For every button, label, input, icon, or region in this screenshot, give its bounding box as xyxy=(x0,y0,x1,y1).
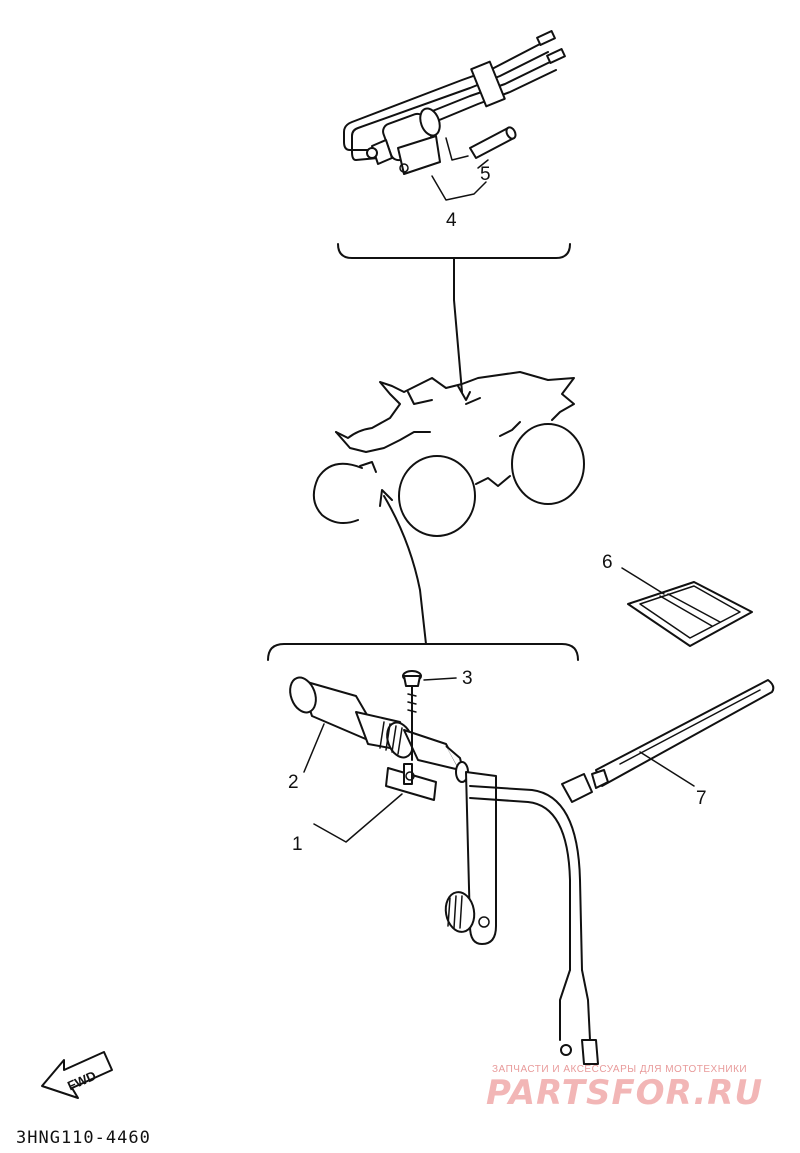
bottom-detail-bracket xyxy=(267,643,579,661)
watermark-tagline: ЗАПЧАСТИ И АКСЕССУАРЫ ДЛЯ МОТОТЕХНИКИ xyxy=(492,1064,747,1075)
switch-wire-harness xyxy=(469,785,599,1065)
callout-1-leader xyxy=(313,793,403,843)
bottom-pointer-line xyxy=(383,495,427,645)
part-1-bracket xyxy=(385,763,437,801)
callout-5: 5 xyxy=(480,164,491,185)
callout-7-leader xyxy=(639,751,695,787)
callout-6: 6 xyxy=(602,552,613,573)
callout-4-leader xyxy=(431,175,487,201)
callout-1: 1 xyxy=(292,834,303,855)
callout-4: 4 xyxy=(446,210,457,231)
callout-2: 2 xyxy=(288,772,299,793)
part-5-pin xyxy=(445,126,517,161)
part-2-grip-switch xyxy=(289,676,469,783)
callout-6-leader xyxy=(621,567,665,595)
kill-switch-lever xyxy=(444,771,497,945)
part-7-cable-tie xyxy=(561,679,775,803)
callout-2-leader xyxy=(303,723,325,773)
atv-outline xyxy=(312,371,585,537)
watermark-brand: PARTSFOR.RU xyxy=(486,1073,763,1113)
callout-3: 3 xyxy=(462,668,473,689)
callout-5-leader xyxy=(477,159,489,169)
top-pointer-head xyxy=(457,385,471,401)
part-6-pad xyxy=(627,581,753,647)
fwd-arrow: FWD xyxy=(41,1051,113,1099)
top-pointer-line xyxy=(453,257,463,393)
part-4-switch-assembly xyxy=(343,29,566,175)
callout-7: 7 xyxy=(696,788,707,809)
callout-3-leader xyxy=(423,677,457,681)
top-detail-bracket xyxy=(337,243,571,259)
part-3-screw xyxy=(402,670,422,761)
bottom-pointer-head xyxy=(379,489,393,507)
diagram-code: 3HNG110-4460 xyxy=(16,1128,151,1148)
